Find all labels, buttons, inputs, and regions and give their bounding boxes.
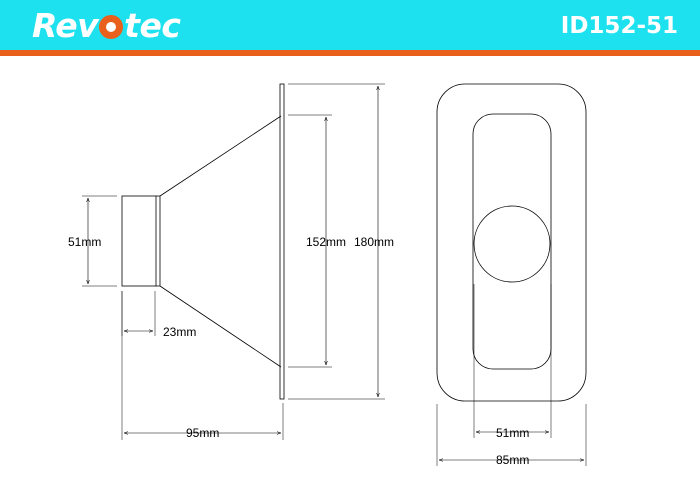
brand-logo-o-icon	[99, 15, 124, 39]
label-flange-width: 85mm	[496, 453, 529, 467]
label-outlet-width: 51mm	[496, 426, 529, 440]
product-id: ID152-51	[560, 13, 678, 39]
label-collar-length: 23mm	[163, 325, 196, 339]
label-small-end-height: 51mm	[68, 235, 101, 249]
cone-upper-edge	[159, 115, 282, 197]
side-view	[82, 83, 385, 440]
front-inner-opening	[472, 113, 552, 370]
mounting-flange	[279, 83, 285, 400]
label-overall-length: 95mm	[186, 426, 219, 440]
front-flange-outline	[436, 83, 587, 402]
brand-logo-prefix: Rev	[32, 6, 99, 45]
label-flange-height: 180mm	[354, 235, 394, 249]
outlet-collar	[121, 195, 157, 287]
brand-logo-suffix: tec	[124, 6, 181, 45]
header-accent-stripe	[0, 50, 700, 56]
front-view	[436, 83, 587, 466]
label-inner-height: 152mm	[306, 235, 346, 249]
front-outlet-circle	[473, 205, 551, 283]
cone-lower-edge	[159, 285, 282, 368]
